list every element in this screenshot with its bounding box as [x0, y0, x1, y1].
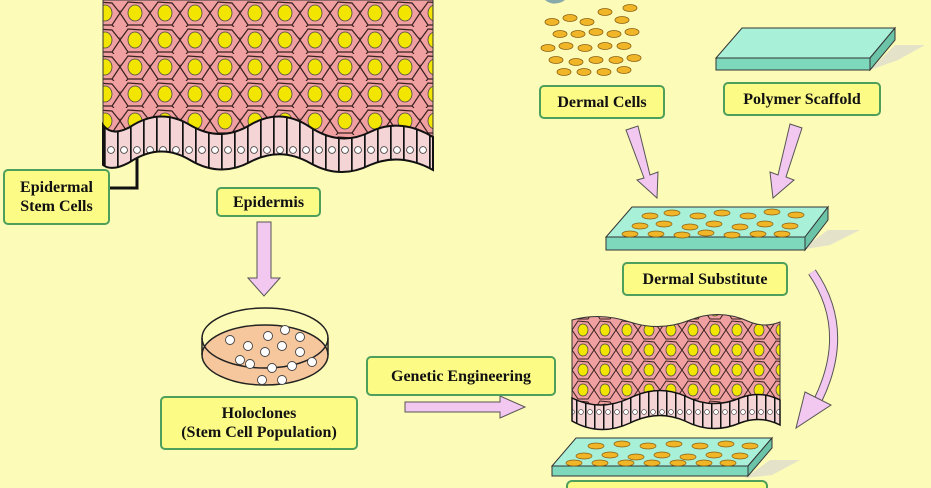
arrow-dermal-substitute-to-graft — [795, 269, 838, 430]
cut-off-label-box — [566, 480, 768, 488]
dermal-cells-cluster — [540, 4, 642, 76]
epidermis-label: Epidermis — [216, 187, 321, 217]
arrow-polymer-scaffold — [769, 123, 803, 199]
dermal-cells-label: Dermal Cells — [539, 85, 665, 119]
holoclones-label: Holoclones (Stem Cell Population) — [160, 396, 358, 450]
cut-off-shape — [545, 0, 565, 4]
holoclones-line1: Holoclones — [221, 405, 297, 422]
arrow-genetic-engineering — [404, 395, 527, 419]
arrow-dermal-cells — [625, 125, 659, 200]
polymer-scaffold-slab — [714, 26, 925, 72]
polymer-scaffold-label: Polymer Scaffold — [723, 82, 881, 116]
epidermis-tissue — [102, 0, 434, 174]
polymer-scaffold-text: Polymer Scaffold — [743, 90, 861, 108]
genetic-engineering-label: Genetic Engineering — [366, 356, 556, 396]
petri-dish — [201, 307, 329, 386]
epidermal-stem-cells-line1: Epidermal — [20, 179, 93, 196]
dermal-substitute-text: Dermal Substitute — [642, 270, 768, 288]
dermal-substitute-label: Dermal Substitute — [622, 262, 788, 296]
epidermis-text: Epidermis — [232, 193, 305, 211]
holoclones-line2: (Stem Cell Population) — [181, 424, 337, 441]
engineered-skin-graft — [550, 314, 800, 478]
dermal-substitute-slab — [604, 205, 860, 252]
stem-cell-pointer — [110, 158, 139, 190]
epidermal-stem-cells-line2: Stem Cells — [20, 198, 93, 215]
genetic-engineering-text: Genetic Engineering — [391, 367, 531, 385]
dermal-cells-text: Dermal Cells — [557, 93, 647, 111]
arrow-epidermis-to-holoclones — [246, 221, 282, 297]
epidermal-stem-cells-label: Epidermal Stem Cells — [3, 169, 110, 225]
